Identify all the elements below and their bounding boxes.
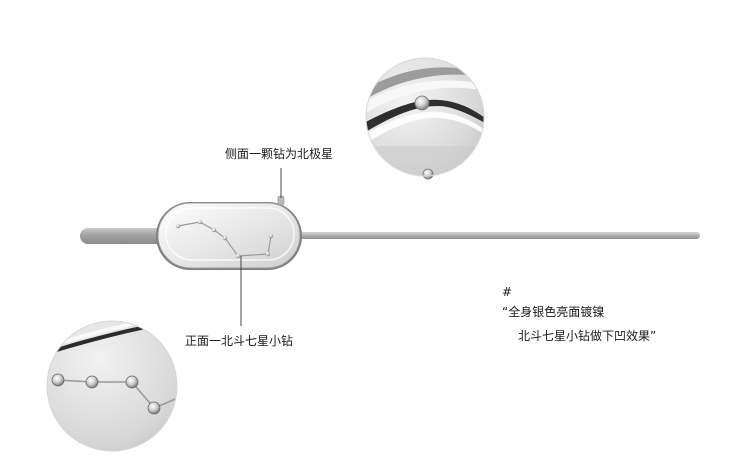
star-gem <box>265 251 271 257</box>
star-gem <box>85 375 99 389</box>
star-gem <box>125 375 139 389</box>
star-gem <box>268 233 274 239</box>
star-gem <box>147 401 161 415</box>
star-gem <box>211 227 217 233</box>
description-line-1: “全身银色亮面镀镍 <box>502 305 605 319</box>
constellation-front <box>175 219 274 259</box>
star-gem <box>175 223 181 229</box>
star-gem <box>51 373 65 387</box>
rod-thin-segment <box>290 232 700 239</box>
star-gem <box>235 253 241 259</box>
hash-mark: # <box>502 285 513 299</box>
north-star-gem <box>414 95 430 111</box>
product-body <box>156 195 302 270</box>
front-gems-label: 正面一北斗七星小钻 <box>185 334 294 348</box>
lens-front-detail <box>46 320 178 452</box>
rod <box>80 228 700 244</box>
rod-thick-segment <box>80 228 180 244</box>
star-gem <box>222 235 228 241</box>
star-gem-partial <box>422 168 434 180</box>
lens-side-detail <box>365 57 485 180</box>
description-line-2: 北斗七星小钻做下凹效果” <box>518 329 657 343</box>
side-gem-label: 侧面一颗钻为北极星 <box>225 147 334 161</box>
star-gem <box>197 219 203 225</box>
